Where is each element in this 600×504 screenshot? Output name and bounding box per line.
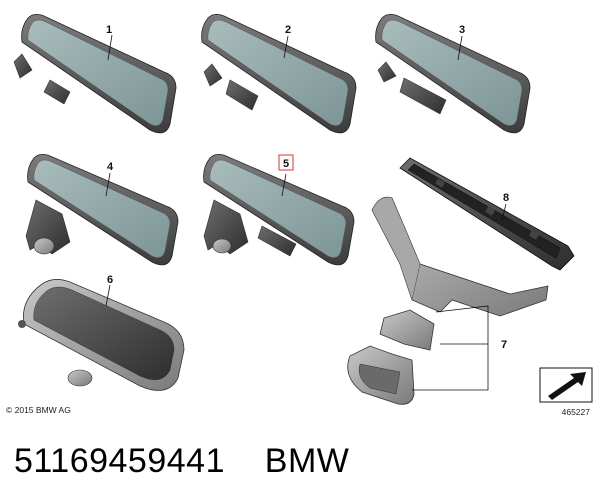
leader-line-1: [107, 34, 113, 61]
callout-7: 7: [501, 339, 507, 351]
part-caption: 51169459441 BMW: [14, 442, 349, 481]
brand-name: BMW: [264, 442, 350, 480]
leader-line-6: [105, 284, 111, 307]
part-number: 51169459441: [14, 442, 225, 480]
mounting-strip-part-8: [399, 157, 575, 271]
mirror-part-1: [13, 14, 177, 134]
leader-line-8: [501, 203, 507, 221]
cover-part-7: [347, 196, 549, 405]
parts-diagram: 1 2 3 4 5 6 7 8: [13, 14, 593, 405]
callout-2: 2: [285, 24, 291, 36]
mirror-part-5: [203, 154, 355, 266]
mirror-part-3: [375, 14, 531, 134]
image-number: 465227: [561, 407, 590, 417]
direction-arrow-icon: [539, 367, 593, 403]
copyright-text: © 2015 BMW AG: [6, 405, 71, 415]
mirror-part-2: [201, 14, 357, 134]
mirror-part-6: [18, 279, 185, 391]
mirror-part-4: [25, 154, 179, 266]
leader-bracket-7: [412, 305, 489, 391]
leader-line-4: [105, 172, 111, 197]
callout-4: 4: [107, 161, 114, 173]
leader-line-5: [281, 173, 287, 197]
leader-line-3: [457, 35, 463, 61]
callout-5: 5: [283, 158, 289, 170]
highlight-box-5: [278, 154, 294, 171]
callout-3: 3: [459, 24, 465, 36]
callout-6: 6: [107, 274, 113, 286]
leader-line-2: [283, 35, 289, 59]
callout-8: 8: [503, 192, 509, 204]
callout-1: 1: [106, 24, 112, 36]
